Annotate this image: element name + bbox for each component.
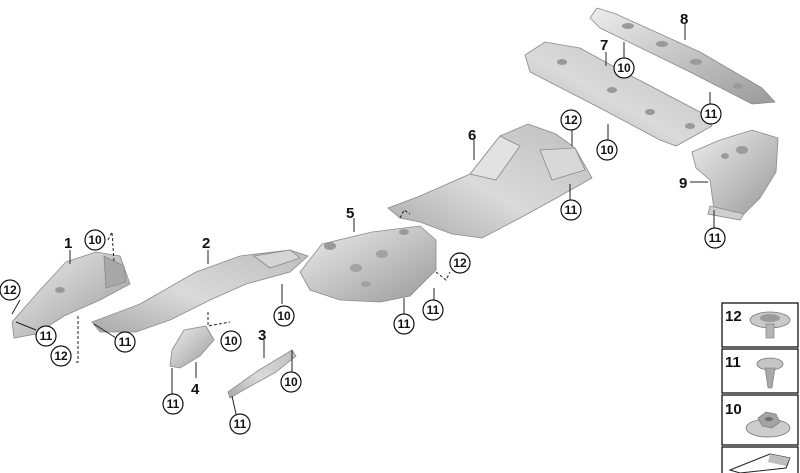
part-numbers: 8 7 6 9 5 2 1 3 4 [64, 11, 688, 398]
callout-10: 10 [613, 57, 635, 79]
heat-shield-part-1 [11, 251, 131, 339]
callouts: 10 11 10 12 11 11 12 11 11 10 10 10 11 1… [0, 57, 726, 435]
heat-shield-part-4 [169, 325, 215, 369]
callout-12: 12 [449, 252, 471, 274]
callout-11: 11 [162, 393, 184, 415]
callout-11: 11 [393, 313, 415, 335]
fastener-legend: 12 11 10 [721, 302, 799, 473]
part-label-4: 4 [191, 381, 200, 398]
svg-text:10: 10 [224, 334, 238, 348]
callout-11: 11 [229, 413, 251, 435]
part-label-8: 8 [680, 11, 688, 28]
callout-10: 10 [280, 371, 302, 393]
svg-text:10: 10 [284, 375, 298, 389]
callout-10: 10 [273, 305, 295, 327]
callout-11: 11 [704, 227, 726, 249]
heat-shield-part-3 [227, 349, 297, 399]
heat-shield-part-5 [299, 225, 437, 303]
svg-text:10: 10 [617, 61, 631, 75]
svg-text:10: 10 [725, 401, 742, 418]
legend-item-11: 11 [721, 348, 799, 394]
svg-text:11: 11 [725, 354, 741, 371]
heat-shield-part-8 [589, 7, 776, 105]
svg-text:10: 10 [277, 309, 291, 323]
callout-11: 11 [422, 299, 444, 321]
hex-nut-icon [745, 411, 791, 438]
svg-text:12: 12 [564, 113, 578, 127]
callout-12: 12 [0, 279, 21, 301]
callout-10: 10 [84, 229, 106, 251]
svg-text:11: 11 [119, 335, 132, 349]
heat-shield-part-7 [524, 41, 713, 147]
svg-text:12: 12 [54, 349, 68, 363]
part-label-3: 3 [258, 327, 266, 344]
svg-text:11: 11 [234, 417, 247, 431]
svg-text:11: 11 [427, 303, 440, 317]
svg-text:11: 11 [398, 317, 411, 331]
svg-text:11: 11 [709, 231, 722, 245]
callout-11: 11 [700, 103, 722, 125]
svg-text:12: 12 [3, 283, 17, 297]
callout-12: 12 [50, 345, 72, 367]
part-label-5: 5 [346, 205, 354, 222]
legend-item-10: 10 [721, 394, 799, 446]
part-label-9: 9 [679, 175, 687, 192]
svg-text:12: 12 [453, 256, 467, 270]
callout-12: 12 [560, 109, 582, 131]
part-label-6: 6 [468, 127, 476, 144]
legend-item-partial [721, 446, 799, 473]
part-label-1: 1 [64, 235, 72, 252]
part-label-7: 7 [600, 37, 608, 54]
callout-10: 10 [596, 139, 618, 161]
heat-shield-part-9 [691, 129, 779, 221]
legend-item-12: 12 [721, 302, 799, 348]
heat-shield-part-2 [91, 249, 309, 333]
part-label-2: 2 [202, 235, 210, 252]
callout-11: 11 [560, 199, 582, 221]
svg-text:11: 11 [705, 107, 718, 121]
screw-icon [756, 357, 784, 389]
clip-nut-icon [749, 311, 791, 339]
callout-10: 10 [220, 330, 242, 352]
heat-shield-part-6 [387, 123, 593, 239]
svg-text:10: 10 [88, 233, 102, 247]
leader-lines [11, 24, 715, 415]
svg-text:12: 12 [725, 308, 742, 325]
svg-text:11: 11 [167, 397, 180, 411]
svg-text:11: 11 [565, 203, 578, 217]
svg-text:10: 10 [600, 143, 614, 157]
svg-text:11: 11 [40, 329, 53, 343]
callout-11: 11 [35, 325, 57, 347]
callout-11: 11 [114, 331, 136, 353]
